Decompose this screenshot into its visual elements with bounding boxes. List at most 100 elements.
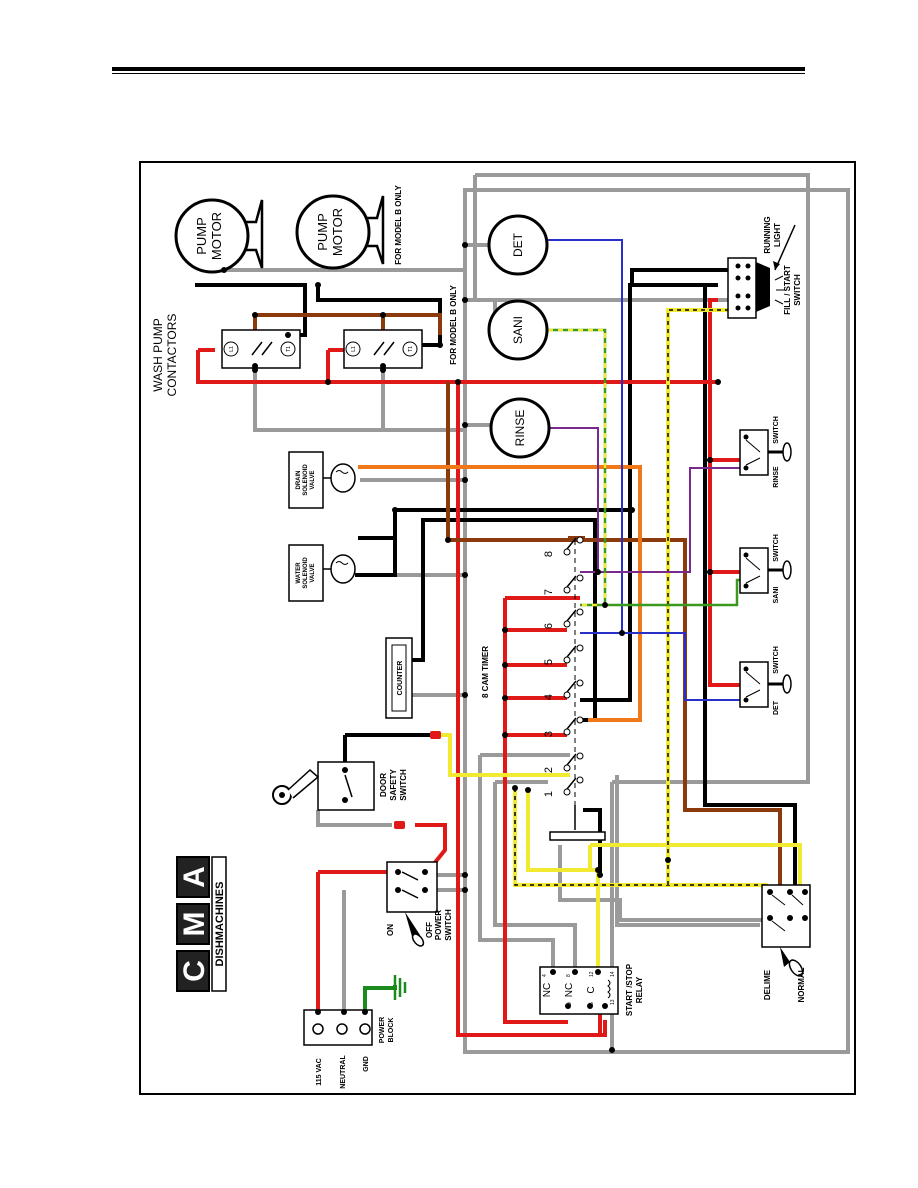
svg-text:SWITCH: SWITCH: [793, 274, 802, 306]
cam-number-8: 8: [543, 551, 555, 557]
svg-text:SANI: SANI: [511, 316, 525, 344]
cam-contact-2-blade: [566, 753, 577, 766]
svg-text:POWER: POWER: [379, 1017, 386, 1043]
wash-pump-contactors-label-1: WASH PUMP: [151, 318, 165, 392]
cam-number-3: 3: [543, 731, 555, 737]
det-switch: SWITCH DET: [739, 646, 792, 715]
cam-contact-3-a: [563, 728, 571, 736]
cam-number-7: 7: [543, 589, 555, 595]
cam-contact-1-a: [563, 788, 571, 796]
model-b-note-2: FOR MODEL B ONLY: [449, 285, 458, 365]
svg-text:START /STOP: START /STOP: [625, 963, 634, 1016]
door-safety-switch: DOOR SAFETY SWITCH: [272, 761, 408, 811]
fill-start-switch: FILL / START SWITCH RUNNING LIGHT: [727, 216, 802, 319]
svg-text:14: 14: [610, 971, 616, 977]
svg-text:T1: T1: [408, 346, 414, 352]
ground-icon: [393, 975, 407, 1000]
cam-contact-2-a: [563, 764, 571, 772]
svg-text:RINSE: RINSE: [513, 410, 527, 447]
svg-text:NORMAL: NORMAL: [797, 967, 806, 1002]
pump-motor-2-label-2: MOTOR: [330, 208, 345, 256]
cam-contact-5-a: [563, 656, 571, 664]
svg-text:115 VAC: 115 VAC: [316, 1058, 323, 1086]
svg-text:ON: ON: [386, 924, 395, 936]
svg-text:RINSE: RINSE: [773, 466, 780, 488]
power-block: POWER BLOCK 115 VAC NEUTRAL GND: [303, 1009, 395, 1089]
cam-number-5: 5: [543, 659, 555, 665]
det-indicator: DET: [487, 214, 549, 276]
svg-text:BLOCK: BLOCK: [388, 1018, 395, 1043]
cam-contact-8-b: [576, 536, 584, 544]
cam-number-1: 1: [543, 791, 555, 797]
cam-contact-6-a: [563, 620, 571, 628]
cam-contact-5-blade: [566, 645, 577, 658]
cam-contact-4-blade: [566, 680, 577, 693]
logo-letter-c: C: [178, 960, 211, 982]
pump-motor-2-label-1: PUMP: [315, 213, 330, 251]
diagram-frame: [139, 161, 856, 1095]
wash-pump-contactor-2: L1 T1: [343, 329, 423, 369]
cam-contact-8-a: [563, 548, 571, 556]
svg-text:VALVE: VALVE: [310, 470, 316, 489]
cam-timer: 8 CAM TIMER: [481, 540, 606, 841]
svg-text:SWITCH: SWITCH: [444, 909, 453, 941]
svg-text:COUNTER: COUNTER: [397, 661, 404, 696]
svg-text:12: 12: [589, 971, 595, 977]
cam-contact-7-a: [563, 586, 571, 594]
cam-contact-1-b: [576, 776, 584, 784]
svg-text:8: 8: [566, 974, 572, 977]
svg-text:5: 5: [589, 1002, 595, 1005]
pump-motor-1-label-2: MOTOR: [209, 212, 224, 260]
svg-text:SWITCH: SWITCH: [773, 646, 780, 674]
junction-dots: [221, 242, 721, 1053]
counter: COUNTER: [385, 637, 413, 719]
svg-text:SOLENOID: SOLENOID: [303, 464, 309, 496]
svg-text:NC: NC: [564, 983, 575, 997]
cam-contact-7-b: [576, 574, 584, 582]
svg-text:OFF: OFF: [425, 922, 434, 938]
svg-text:RUNNING: RUNNING: [763, 216, 772, 253]
logo-subtitle: DISHMACHINES: [214, 882, 226, 967]
blue-wires: [545, 239, 742, 701]
cam-contact-6-b: [576, 608, 584, 616]
white-wires: [222, 173, 850, 1054]
cam-contact-8-blade: [566, 537, 577, 550]
door-connector-1: [430, 731, 441, 739]
cam-contact-4-a: [563, 691, 571, 699]
svg-text:9: 9: [567, 1002, 573, 1005]
cam-contact-4-b: [576, 679, 584, 687]
svg-text:4: 4: [542, 974, 548, 977]
yellow-wires: [435, 733, 802, 1005]
svg-text:SANI: SANI: [773, 587, 780, 604]
cam-contact-5-b: [576, 644, 584, 652]
cam-contact-7-blade: [566, 575, 577, 588]
drain-solenoid-valve: DRAIN SOLENOID VALVE: [288, 451, 356, 509]
sani-indicator: SANI: [487, 299, 549, 361]
cam-contact-2-b: [576, 752, 584, 760]
wash-pump-contactors-label-2: CONTACTORS: [165, 314, 179, 397]
sani-switch: SWITCH SANI: [739, 534, 792, 604]
svg-text:L1: L1: [229, 346, 235, 352]
logo-letter-m: M: [178, 912, 211, 937]
cam-number-2: 2: [543, 767, 555, 773]
start-stop-relay: NC NC C 4 8 12 9 5 14 13 START /STOP REL…: [539, 963, 644, 1016]
svg-text:NC: NC: [542, 983, 553, 997]
svg-text:SAFETY: SAFETY: [389, 769, 398, 801]
delime-switch: DELIME NORMAL: [761, 884, 811, 1003]
svg-text:LIGHT: LIGHT: [773, 223, 782, 247]
cma-logo: A M C DISHMACHINES: [176, 856, 227, 992]
pump-motor-2: PUMP MOTOR: [295, 194, 385, 270]
svg-text:NEUTRAL: NEUTRAL: [340, 1055, 347, 1089]
svg-text:GND: GND: [363, 1056, 370, 1072]
svg-text:WATER: WATER: [296, 562, 302, 584]
logo-letter-a: A: [178, 866, 211, 888]
svg-text:DRAIN: DRAIN: [296, 471, 302, 490]
rinse-indicator: RINSE: [489, 397, 551, 459]
rinse-switch: SWITCH RINSE: [739, 416, 792, 488]
svg-text:T1: T1: [286, 346, 292, 352]
svg-text:DELIME: DELIME: [763, 969, 772, 1000]
svg-text:RELAY: RELAY: [635, 976, 644, 1003]
ground-wire: [363, 985, 397, 1010]
svg-text:SWITCH: SWITCH: [773, 534, 780, 562]
svg-text:DET: DET: [511, 232, 525, 257]
